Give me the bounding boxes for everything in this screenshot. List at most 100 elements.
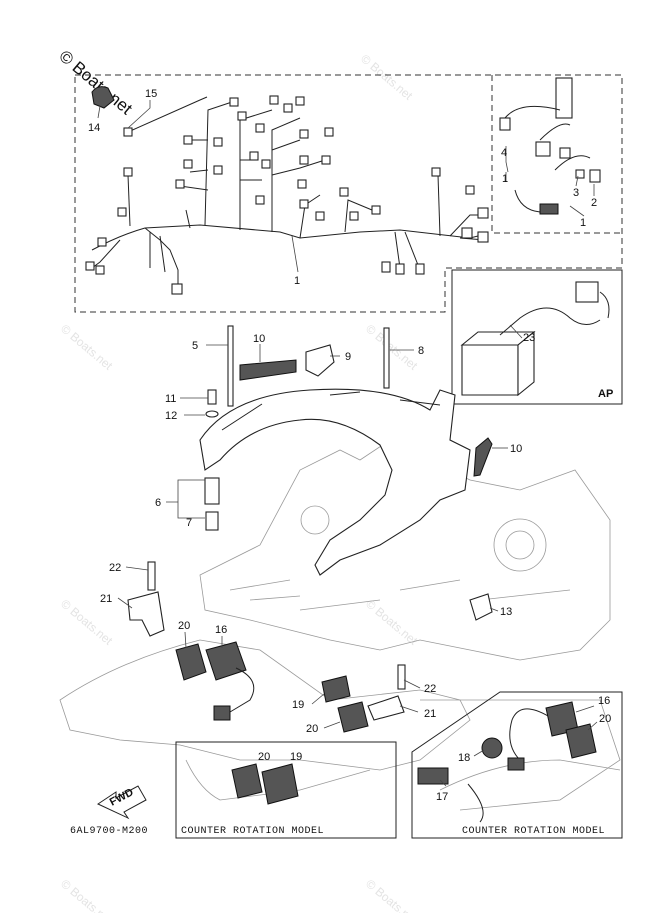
inset-connector xyxy=(575,169,585,179)
captions: 6AL9700-M200 COUNTER ROTATION MODEL COUN… xyxy=(70,826,605,837)
inset-connector xyxy=(535,141,551,157)
engine-outline xyxy=(199,439,611,661)
bracket xyxy=(199,388,471,576)
connector xyxy=(183,159,193,169)
screw-part xyxy=(397,664,406,690)
connector xyxy=(85,261,95,271)
connector xyxy=(477,231,489,243)
leader xyxy=(403,679,421,689)
callout-10: 10 xyxy=(253,333,265,345)
leader xyxy=(97,105,101,119)
callout-9: 9 xyxy=(345,351,351,363)
ap-label: AP xyxy=(598,388,613,400)
battery-lead xyxy=(499,307,601,336)
grommet-part xyxy=(337,701,369,733)
callout-12: 12 xyxy=(165,410,177,422)
connector xyxy=(255,195,265,205)
engine-detail xyxy=(493,518,547,572)
fwd-arrow: FWD xyxy=(96,785,147,820)
leader xyxy=(184,631,187,649)
watermark-main: © Boats.net xyxy=(55,47,136,119)
connector xyxy=(465,185,475,195)
connector xyxy=(117,207,127,217)
cap-part xyxy=(261,763,299,805)
watermark-faint: © Boats.net xyxy=(363,597,421,649)
leader xyxy=(291,235,299,273)
collar-part xyxy=(204,477,220,505)
counter-left-frame xyxy=(175,741,397,839)
connector xyxy=(477,207,489,219)
callout-21: 21 xyxy=(424,708,436,720)
connector xyxy=(171,283,183,295)
harness-branch xyxy=(204,101,233,226)
connector xyxy=(269,95,279,105)
connector xyxy=(255,123,265,133)
engine-detail xyxy=(229,579,571,611)
watermark-faint: © Boats.net xyxy=(58,322,116,374)
connector xyxy=(183,135,193,145)
harness-branch xyxy=(404,231,419,266)
callout-1: 1 xyxy=(580,217,586,229)
callout-20: 20 xyxy=(599,713,611,725)
harness-branch xyxy=(179,185,209,191)
ap-connector xyxy=(575,281,599,303)
lower-left-parts xyxy=(127,561,255,721)
leader xyxy=(569,205,585,217)
callout-17: 17 xyxy=(436,791,448,803)
callout-5: 5 xyxy=(192,340,198,352)
connector xyxy=(371,205,381,215)
cable-tie-head xyxy=(123,127,133,137)
clamp-part xyxy=(91,86,115,109)
counter-rotation-left-caption: COUNTER ROTATION MODEL xyxy=(181,826,324,837)
inset-connector xyxy=(559,147,571,159)
plug-part xyxy=(507,757,525,771)
washer-part xyxy=(205,410,219,418)
engine-detail xyxy=(300,505,330,535)
bracket-part xyxy=(367,695,405,721)
counter-right-box xyxy=(411,691,623,839)
counter-left-box xyxy=(175,741,397,839)
harness-dashed-frame xyxy=(74,74,623,313)
leader xyxy=(505,146,509,173)
cable-tie-part xyxy=(127,96,208,133)
connector xyxy=(213,165,223,175)
callout-1: 1 xyxy=(294,275,300,287)
sleeve-part xyxy=(205,511,219,531)
harness-connectors xyxy=(85,95,489,295)
leader xyxy=(166,479,205,519)
harness-branch xyxy=(185,209,191,229)
connector xyxy=(213,137,223,147)
connector xyxy=(261,159,271,169)
pad-part xyxy=(239,359,297,381)
harness-branch xyxy=(271,117,301,232)
callout-13: 13 xyxy=(500,606,512,618)
bracket-part xyxy=(127,591,165,637)
connector xyxy=(299,129,309,139)
cap-part xyxy=(481,737,503,759)
lower-cowl-outline xyxy=(420,699,621,811)
watermark-faint: © Boats.net xyxy=(358,52,416,104)
connector xyxy=(324,127,334,137)
callout-16: 16 xyxy=(215,624,227,636)
watermark-faint: © Boats.net xyxy=(58,877,116,913)
leader xyxy=(311,693,325,705)
connector xyxy=(395,263,405,275)
counter-right-cowl xyxy=(439,759,621,791)
switch-plug xyxy=(213,705,231,721)
ap-frame xyxy=(451,269,623,405)
switch-lead xyxy=(467,708,549,823)
grommet-part xyxy=(565,723,597,759)
pin-part xyxy=(383,327,390,389)
callout-14: 14 xyxy=(88,122,100,134)
connector xyxy=(229,97,239,107)
harness-group xyxy=(74,74,623,313)
fwd-arrow-icon xyxy=(96,785,147,820)
harness-branch xyxy=(271,159,326,176)
leader xyxy=(575,175,579,187)
connector xyxy=(415,263,425,275)
connector xyxy=(97,237,107,247)
connector-inset-frame xyxy=(491,75,622,234)
ap-group: AP xyxy=(451,269,623,405)
bracket-detail xyxy=(221,391,441,431)
leader xyxy=(473,749,485,757)
